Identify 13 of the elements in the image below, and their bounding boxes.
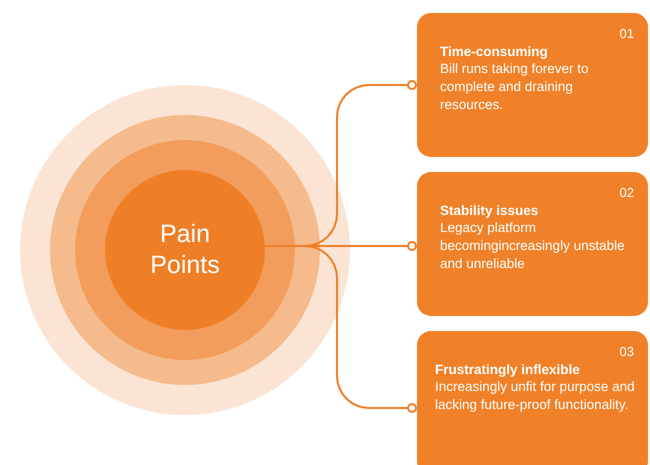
card-heading: Stability issues — [440, 202, 540, 219]
card-heading: Time-consuming — [440, 43, 549, 60]
card-heading: Frustratingly inflexible — [435, 361, 581, 378]
pain-point-card — [417, 331, 648, 465]
pain-point-card — [417, 13, 648, 157]
pain-point-card — [417, 172, 648, 316]
center-title: Pain Points — [149, 219, 221, 281]
item-number: 02 — [620, 185, 634, 200]
card-description: Increasingly unfit for purpose and lacking future-proof functionality. — [435, 378, 636, 414]
item-number: 03 — [620, 344, 634, 359]
card-description: Legacy platform becomingincreasingly unstable and unreliable — [440, 219, 626, 273]
item-number: 01 — [620, 26, 634, 41]
card-description: Bill runs taking forever to complete and draining resources. — [440, 60, 590, 114]
